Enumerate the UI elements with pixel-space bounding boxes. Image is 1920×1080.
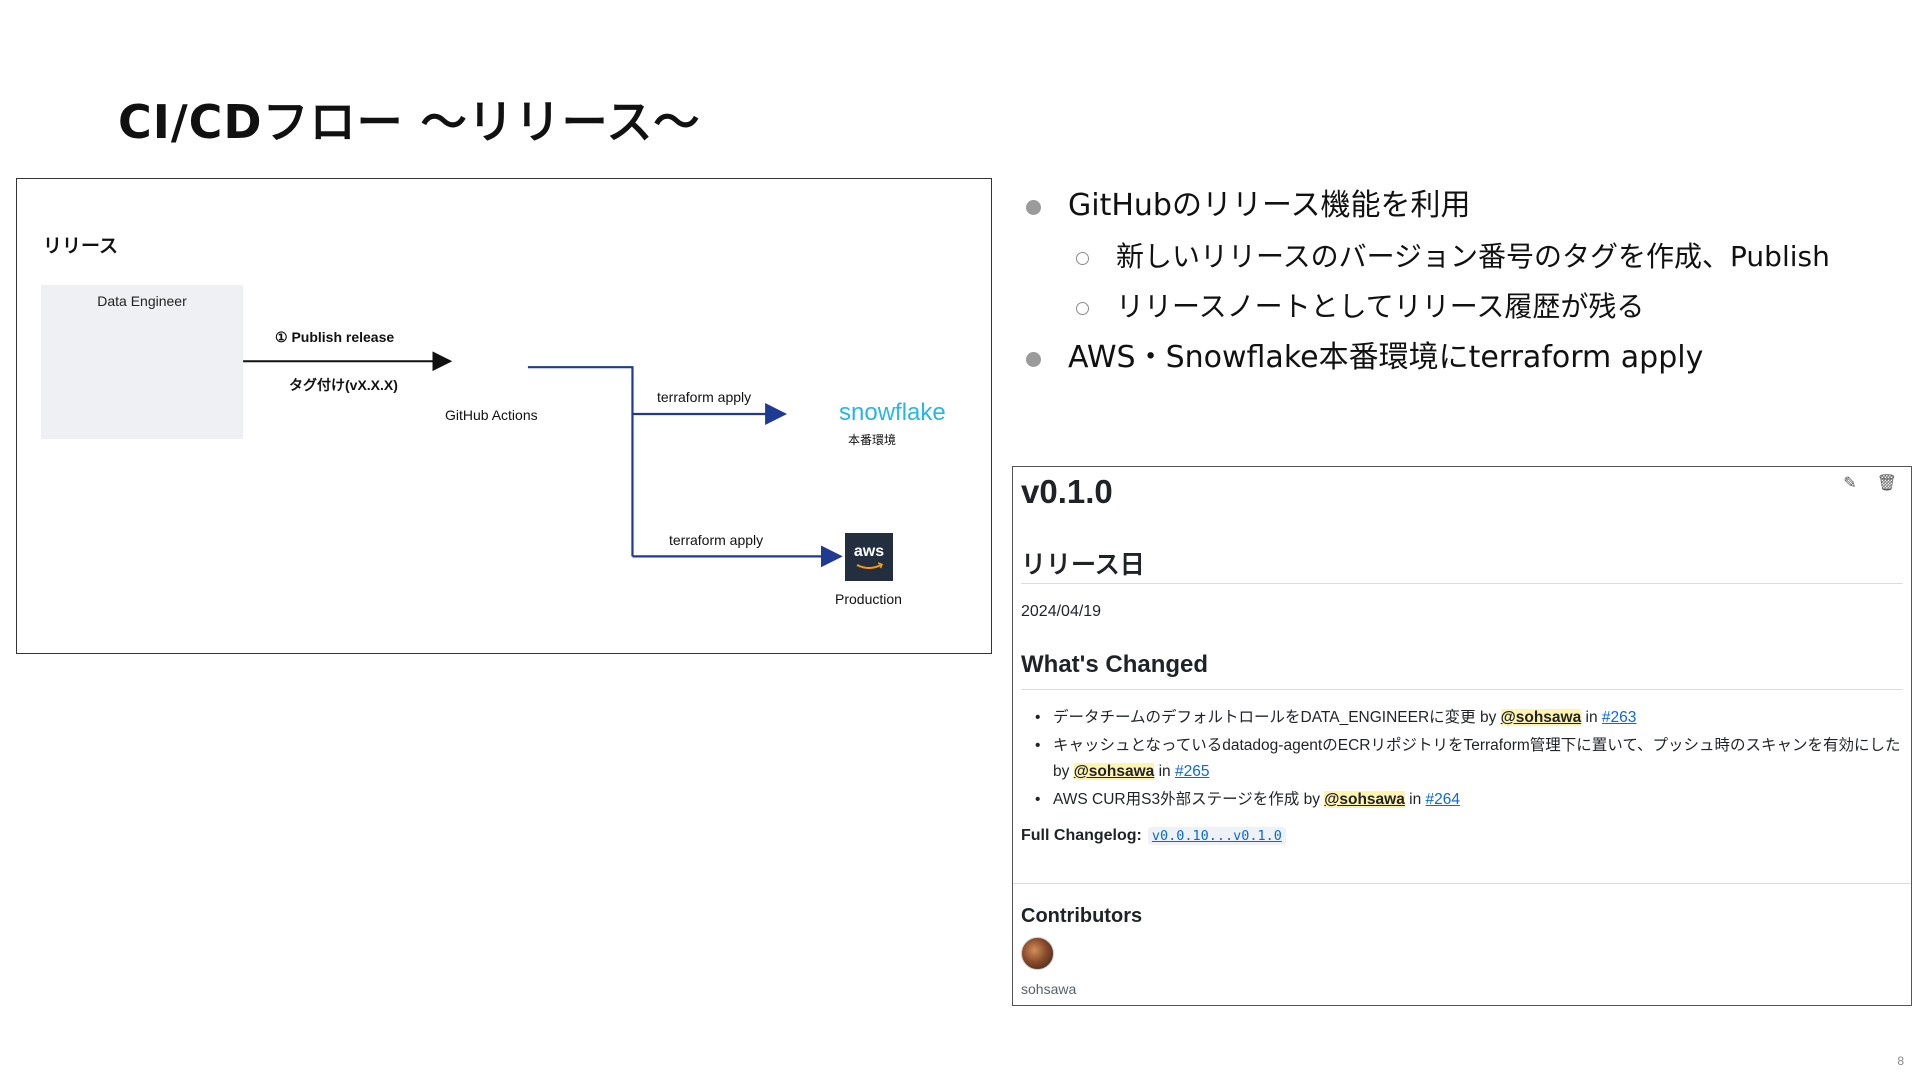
aws-production-label: Production bbox=[835, 591, 902, 607]
whats-changed-heading: What's Changed bbox=[1021, 651, 1209, 678]
pull-request-link[interactable]: #265 bbox=[1174, 763, 1210, 780]
user-mention-link[interactable]: @sohsawa bbox=[1324, 791, 1405, 808]
engineer-label: Data Engineer bbox=[97, 293, 187, 309]
terraform-apply-snowflake-label: terraform apply bbox=[657, 389, 752, 405]
diagram-heading: リリース bbox=[43, 236, 119, 257]
changes-list: データチームのデフォルトロールをDATA_ENGINEERに変更 by @soh… bbox=[1035, 705, 1903, 815]
user-mention-link[interactable]: @sohsawa bbox=[1500, 709, 1582, 726]
sub-bullet-ring-icon bbox=[1076, 252, 1089, 265]
sub-bullet-ring-icon bbox=[1076, 302, 1089, 315]
contributor-avatar[interactable] bbox=[1021, 937, 1054, 970]
tagging-label: タグ付け(vX.X.X) bbox=[289, 377, 398, 393]
snowflake-env-label: 本番環境 bbox=[848, 433, 897, 447]
publish-release-label: ① Publish release bbox=[275, 329, 395, 345]
bullet-list: GitHubのリリース機能を利用 新しいリリースのバージョン番号のタグを作成、P… bbox=[1020, 180, 1900, 384]
full-changelog: Full Changelog:v0.0.10...v0.1.0 bbox=[1021, 827, 1286, 845]
release-flow-diagram: リリース Data Engineer bbox=[16, 178, 992, 654]
github-release-panel: ✎ 🗑 v0.1.0 リリース日 2024/04/19 What's Chang… bbox=[1012, 466, 1912, 1006]
flow-arrows bbox=[243, 351, 843, 568]
slide-title: CI/CDフロー ～リリース～ bbox=[118, 95, 701, 149]
page-number: 8 bbox=[1897, 1054, 1904, 1068]
sub-bullet-release-notes: リリースノートとしてリリース履歴が残る bbox=[1020, 282, 1900, 332]
divider bbox=[1021, 689, 1903, 690]
list-item: キャッシュとなっているdatadog-agentのECRリポジトリをTerraf… bbox=[1035, 733, 1903, 785]
bullet-terraform-apply: AWS・Snowflake本番環境にterraform apply bbox=[1020, 332, 1900, 384]
release-date-heading: リリース日 bbox=[1021, 551, 1145, 579]
sub-bullet-create-tag: 新しいリリースのバージョン番号のタグを作成、Publish bbox=[1020, 232, 1900, 282]
aws-icon: aws bbox=[845, 533, 893, 581]
list-item: データチームのデフォルトロールをDATA_ENGINEERに変更 by @soh… bbox=[1035, 705, 1903, 731]
contributor-name[interactable]: sohsawa bbox=[1021, 981, 1077, 997]
delete-trash-icon[interactable]: 🗑 bbox=[1876, 475, 1897, 492]
pull-request-link[interactable]: #264 bbox=[1425, 791, 1461, 808]
user-mention-link[interactable]: @sohsawa bbox=[1073, 763, 1155, 780]
aws-smile-icon bbox=[856, 562, 884, 569]
aws-logo-text: aws bbox=[853, 543, 885, 560]
list-item: AWS CUR用S3外部ステージを作成 by @sohsawa in #264 bbox=[1035, 787, 1903, 813]
line-github-branch bbox=[527, 366, 634, 557]
divider bbox=[1013, 883, 1911, 884]
edit-pencil-icon[interactable]: ✎ bbox=[1843, 475, 1857, 492]
bullet-github-release: GitHubのリリース機能を利用 bbox=[1020, 180, 1900, 232]
release-toolbar: ✎ 🗑 bbox=[1843, 473, 1897, 493]
bullet-dot-icon bbox=[1026, 200, 1041, 215]
snowflake-logo-text: snowflake bbox=[839, 399, 946, 426]
changelog-compare-link[interactable]: v0.0.10...v0.1.0 bbox=[1147, 827, 1286, 845]
pull-request-link[interactable]: #263 bbox=[1601, 709, 1637, 726]
release-version-title[interactable]: v0.1.0 bbox=[1021, 473, 1113, 510]
divider bbox=[1021, 583, 1903, 584]
contributors-heading: Contributors bbox=[1021, 905, 1143, 927]
bullet-dot-icon bbox=[1026, 352, 1041, 367]
github-actions-label: GitHub Actions bbox=[445, 407, 538, 423]
terraform-apply-aws-label: terraform apply bbox=[669, 532, 764, 548]
release-date: 2024/04/19 bbox=[1021, 603, 1102, 620]
data-engineer-box: Data Engineer bbox=[41, 285, 243, 439]
